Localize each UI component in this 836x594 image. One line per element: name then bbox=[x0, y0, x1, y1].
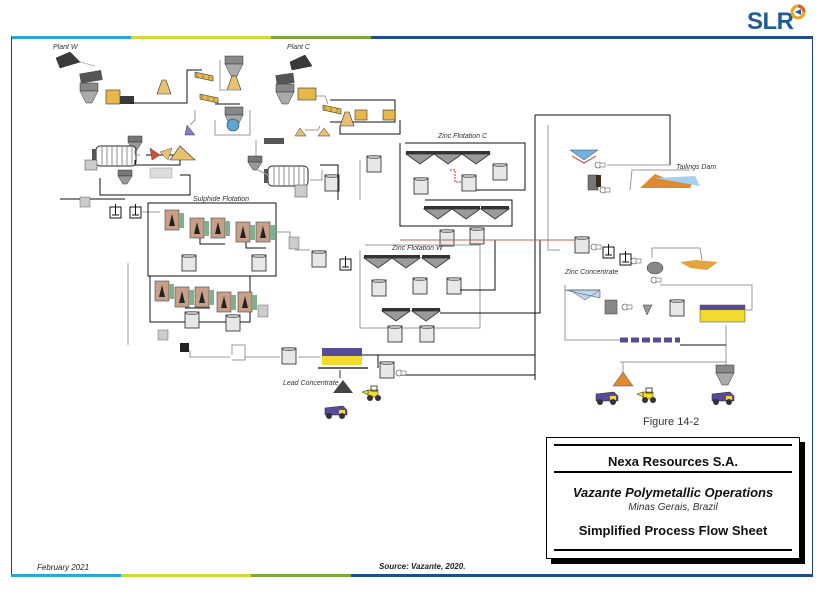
title-rule bbox=[554, 471, 792, 473]
haul-truck-icon bbox=[324, 405, 348, 420]
vehicles bbox=[324, 385, 735, 420]
slr-logo-mark-icon bbox=[790, 4, 806, 20]
label-zinc-concentrate: Zinc Concentrate bbox=[565, 269, 619, 276]
footer-source: Source: Vazante, 2020. bbox=[379, 562, 466, 571]
top-color-bar bbox=[11, 36, 813, 39]
label-lead-concentrate: Lead Concentrate bbox=[283, 380, 339, 387]
zinc-concentrate-area bbox=[564, 236, 753, 387]
label-zinc-flotation-c: Zinc Flotation C bbox=[438, 133, 488, 140]
label-tailings-dam: Tailings Dam bbox=[676, 164, 717, 171]
figure-number: Figure 14-2 bbox=[643, 416, 700, 428]
label-plant-c: Plant C bbox=[287, 44, 310, 51]
title-rule bbox=[554, 444, 792, 446]
plant-c-area bbox=[247, 54, 401, 200]
label-plant-w: Plant W bbox=[53, 44, 78, 51]
company-name: Nexa Resources S.A. bbox=[607, 454, 739, 469]
footer-date: February 2021 bbox=[37, 563, 90, 572]
haul-truck-icon bbox=[711, 391, 735, 406]
haul-truck-icon bbox=[595, 391, 619, 406]
bottom-color-bar bbox=[11, 574, 813, 577]
slr-logo: SLR bbox=[747, 8, 794, 35]
loader-icon bbox=[361, 385, 382, 402]
label-sulphide-flotation: Sulphide Flotation bbox=[193, 196, 250, 203]
zinc-flotation-w-area bbox=[359, 240, 541, 343]
label-zinc-flotation-w: Zinc Flotation W bbox=[392, 245, 443, 252]
tailings-area bbox=[569, 149, 700, 194]
plant-w-area bbox=[55, 51, 251, 196]
project-name: Vazante Polymetallic Operations bbox=[572, 485, 774, 500]
zinc-flotation-c-area bbox=[359, 142, 526, 247]
loader-icon bbox=[636, 387, 657, 404]
sheet-title: Simplified Process Flow Sheet bbox=[578, 523, 768, 538]
project-location: Minas Gerais, Brazil bbox=[628, 502, 718, 513]
page-frame bbox=[11, 37, 813, 574]
lead-concentrate-area bbox=[180, 343, 407, 393]
title-block: Nexa Resources S.A. Vazante Polymetallic… bbox=[546, 437, 800, 559]
title-rule bbox=[554, 549, 792, 551]
sulphide-flotation-area bbox=[60, 196, 352, 345]
